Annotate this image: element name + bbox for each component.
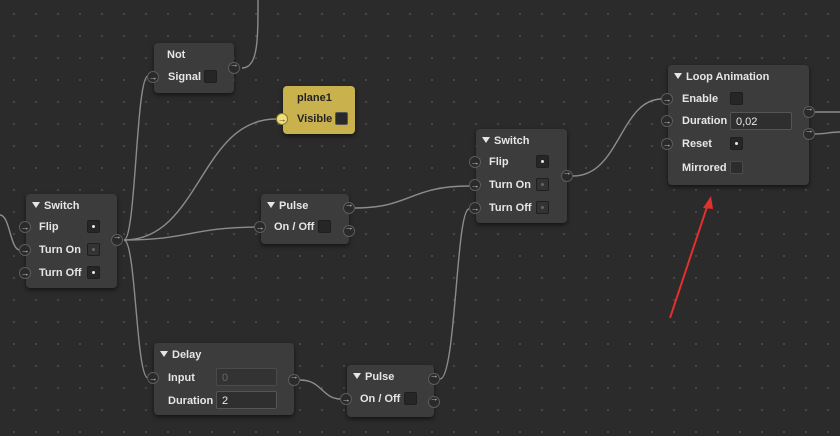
pulse-output-port-2[interactable] [428, 393, 440, 408]
loop-output-port-2[interactable] [803, 125, 815, 140]
node-title: Loop Animation [674, 71, 769, 83]
turn-on-input-port[interactable] [469, 176, 481, 194]
not-node[interactable]: Not Signal [147, 43, 240, 93]
signal-input-port[interactable] [147, 68, 159, 86]
onoff-label: On / Off [274, 221, 315, 233]
visible-input-port[interactable] [276, 110, 288, 128]
duration-label: Duration [682, 115, 728, 127]
turn-off-input-port[interactable] [19, 264, 31, 282]
pulse-output-port-1[interactable] [428, 370, 440, 385]
turn-on-label: Turn On [39, 244, 81, 256]
turn-on-button[interactable] [536, 178, 549, 191]
delay-node[interactable]: Delay Input 0 Duration 2 [147, 343, 300, 415]
onoff-checkbox[interactable] [404, 392, 417, 405]
loop-output-port-1[interactable] [803, 103, 815, 118]
collapse-triangle-icon[interactable] [267, 202, 275, 208]
node-title: Switch [32, 200, 79, 212]
flip-input-port[interactable] [19, 218, 31, 236]
signal-label: Signal [168, 71, 202, 83]
switch-output-port[interactable] [561, 167, 573, 182]
collapse-triangle-icon[interactable] [482, 137, 490, 143]
onoff-input-port[interactable] [340, 390, 352, 408]
flip-label: Flip [489, 156, 509, 168]
node-title: Pulse [353, 371, 394, 383]
enable-checkbox[interactable] [730, 92, 743, 105]
switch-output-port[interactable] [111, 231, 123, 246]
collapse-triangle-icon[interactable] [353, 373, 361, 379]
delay-output-port[interactable] [288, 371, 300, 386]
loop-animation-node[interactable]: Loop Animation Enable Duration 0,02 Rese… [661, 65, 815, 185]
flip-label: Flip [39, 221, 59, 233]
turn-on-label: Turn On [489, 179, 531, 191]
turn-off-label: Turn Off [489, 202, 532, 214]
pulse-output-port-2[interactable] [343, 222, 355, 237]
turn-on-input-port[interactable] [19, 241, 31, 259]
switch-node-right[interactable]: Switch Flip Turn On Turn Off [469, 129, 573, 223]
turn-on-button[interactable] [87, 243, 100, 256]
duration-label: Duration [168, 395, 214, 407]
flip-input-port[interactable] [469, 153, 481, 171]
input-field: 0 [216, 368, 277, 386]
node-title: Switch [482, 135, 529, 147]
onoff-label: On / Off [360, 393, 401, 405]
duration-field[interactable]: 2 [216, 391, 277, 409]
mirrored-label: Mirrored [682, 162, 727, 174]
node-title: Delay [160, 349, 201, 361]
onoff-input-port[interactable] [254, 218, 266, 236]
node-title: Pulse [267, 200, 308, 212]
input-port[interactable] [147, 369, 159, 387]
visible-checkbox[interactable] [335, 112, 348, 125]
not-output-port[interactable] [228, 59, 240, 74]
flip-button[interactable] [536, 155, 549, 168]
reset-label: Reset [682, 138, 712, 150]
turn-off-input-port[interactable] [469, 199, 481, 217]
pulse-node-bottom[interactable]: Pulse On / Off [340, 365, 440, 417]
onoff-checkbox[interactable] [318, 220, 331, 233]
turn-off-button[interactable] [536, 201, 549, 214]
flip-button[interactable] [87, 220, 100, 233]
turn-off-label: Turn Off [39, 267, 82, 279]
enable-label: Enable [682, 93, 719, 105]
reset-input-port[interactable] [661, 135, 673, 153]
node-title: plane1 [297, 92, 332, 104]
visible-label: Visible [297, 113, 333, 125]
collapse-triangle-icon[interactable] [160, 351, 168, 357]
switch-node-left[interactable]: Switch Flip Turn On Turn Off [19, 194, 123, 288]
duration-field[interactable]: 0,02 [730, 112, 792, 130]
mirrored-checkbox[interactable] [730, 161, 743, 174]
enable-input-port[interactable] [661, 90, 673, 108]
reset-button[interactable] [730, 137, 743, 150]
collapse-triangle-icon[interactable] [32, 202, 40, 208]
duration-input-port[interactable] [661, 112, 673, 130]
pulse-output-port-1[interactable] [343, 199, 355, 214]
pulse-node-top[interactable]: Pulse On / Off [254, 194, 355, 244]
input-label: Input [168, 372, 195, 384]
collapse-triangle-icon[interactable] [674, 73, 682, 79]
turn-off-button[interactable] [87, 266, 100, 279]
signal-checkbox[interactable] [204, 70, 217, 83]
node-title: Not [167, 49, 186, 61]
plane1-node[interactable]: plane1 Visible [276, 86, 355, 134]
